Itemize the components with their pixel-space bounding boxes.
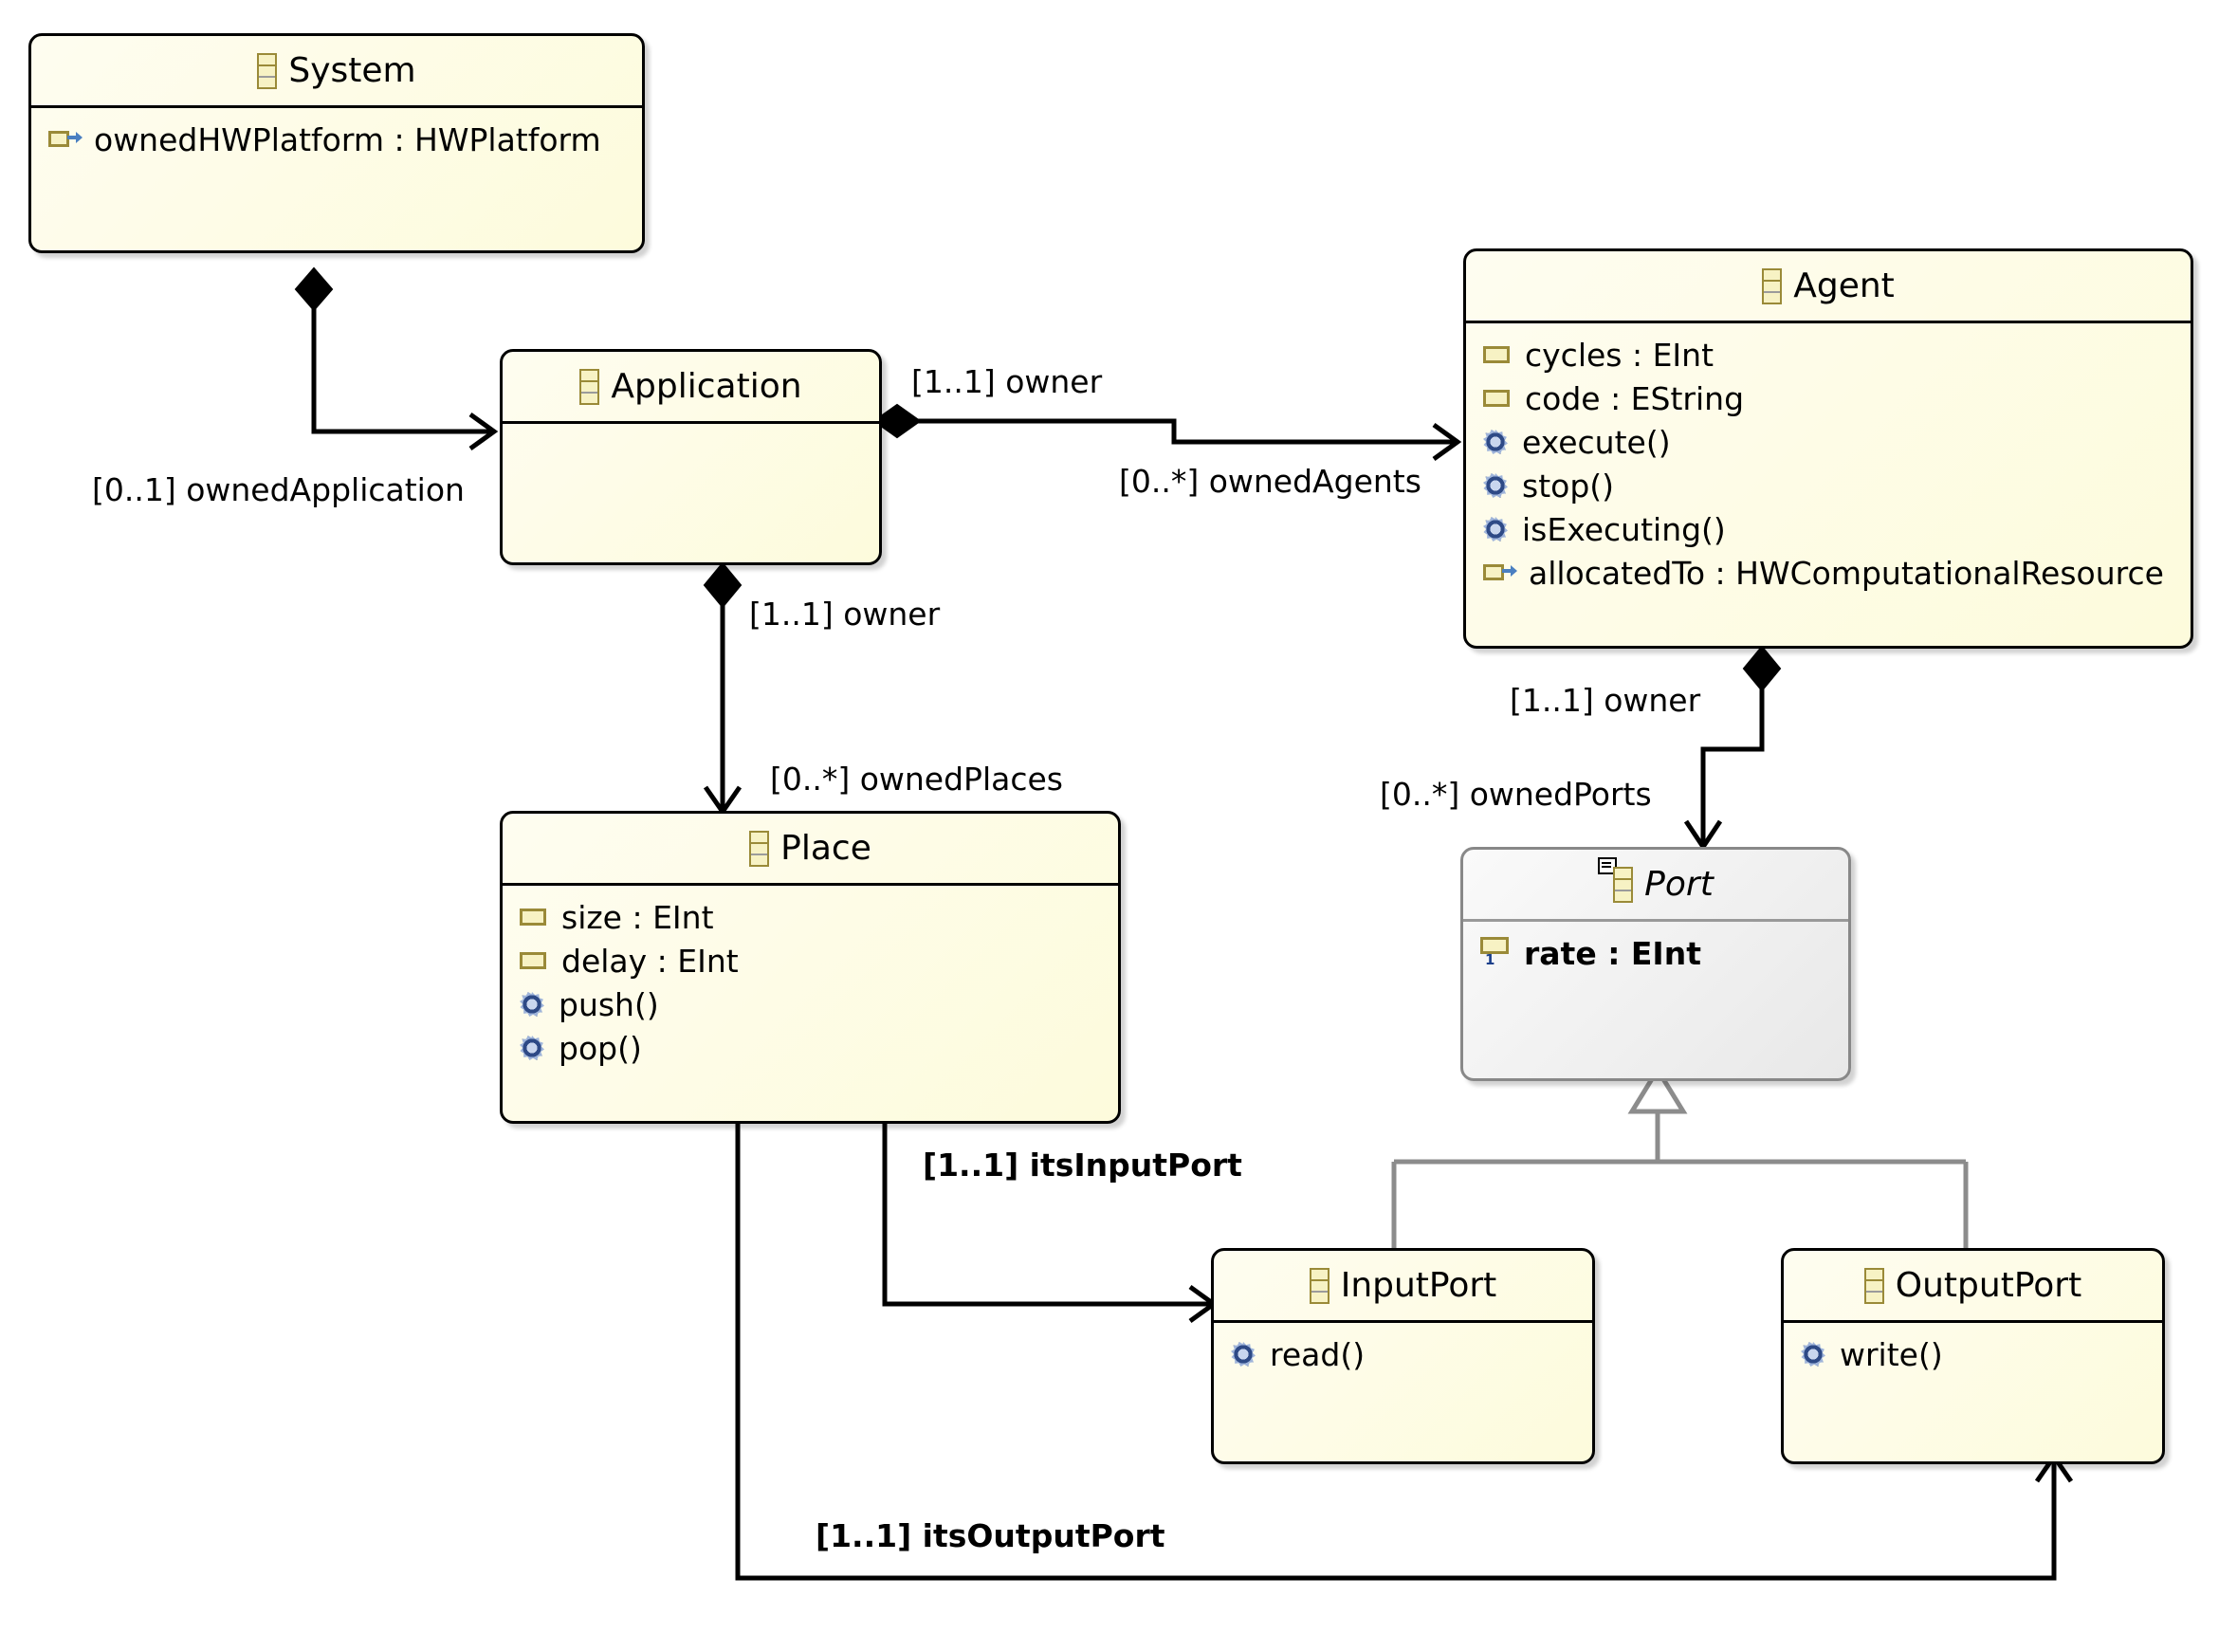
class-body-application xyxy=(503,424,879,433)
edge-owned-agents xyxy=(872,403,1462,462)
feature-label: code : EString xyxy=(1525,379,1745,417)
class-body-agent: cycles : EInt code : EString execute() s… xyxy=(1466,323,2191,595)
edge-label-place-owner: [1..1] owner xyxy=(749,596,941,633)
class-header-port: Port xyxy=(1463,850,1848,922)
class-icon xyxy=(257,52,278,89)
operation-icon xyxy=(1483,473,1508,498)
edge-generalization-tree xyxy=(1391,1065,1969,1269)
class-header-outputport: OutputPort xyxy=(1784,1251,2162,1323)
edge-label-owned-ports: [0..*] ownedPorts xyxy=(1380,776,1652,813)
edge-owned-places xyxy=(703,561,743,817)
operation-icon xyxy=(520,1036,544,1060)
feature-allocated-to[interactable]: allocatedTo : HWComputationalResource xyxy=(1466,551,2191,595)
feature-code[interactable]: code : EString xyxy=(1466,376,2191,420)
reference-icon xyxy=(48,130,83,149)
feature-cycles[interactable]: cycles : EInt xyxy=(1466,333,2191,376)
feature-pop[interactable]: pop() xyxy=(503,1026,1118,1070)
abstract-marker-icon xyxy=(1598,857,1618,874)
class-header-system: System xyxy=(31,36,642,108)
attribute-icon-multiplicity-1: 1 xyxy=(1480,937,1509,969)
class-name-outputport: OutputPort xyxy=(1895,1265,2082,1305)
class-header-inputport: InputPort xyxy=(1214,1251,1592,1323)
feature-label: isExecuting() xyxy=(1522,510,1726,548)
feature-label: execute() xyxy=(1522,423,1671,461)
feature-label: stop() xyxy=(1522,467,1615,505)
attribute-icon xyxy=(1483,390,1510,407)
class-name-agent: Agent xyxy=(1793,266,1895,305)
class-name-system: System xyxy=(288,50,416,90)
class-body-place: size : EInt delay : EInt push() pop() xyxy=(503,886,1118,1070)
uml-class-agent[interactable]: Agent cycles : EInt code : EString execu… xyxy=(1463,248,2193,649)
edge-label-owned-application: [0..1] ownedApplication xyxy=(92,471,465,508)
class-icon xyxy=(1762,267,1783,304)
feature-isexecuting[interactable]: isExecuting() xyxy=(1466,507,2191,551)
class-body-inputport: read() xyxy=(1214,1323,1592,1376)
attribute-icon xyxy=(1483,346,1510,363)
feature-label: push() xyxy=(559,985,659,1023)
class-header-place: Place xyxy=(503,814,1118,886)
feature-label: write() xyxy=(1840,1335,1943,1373)
class-icon xyxy=(749,830,770,867)
attribute-icon xyxy=(520,909,546,926)
feature-delay[interactable]: delay : EInt xyxy=(503,939,1118,982)
class-icon xyxy=(1309,1267,1329,1304)
feature-read[interactable]: read() xyxy=(1214,1332,1592,1376)
feature-label: cycles : EInt xyxy=(1525,336,1714,374)
uml-class-place[interactable]: Place size : EInt delay : EInt push() po… xyxy=(500,811,1121,1124)
feature-size[interactable]: size : EInt xyxy=(503,895,1118,939)
class-body-outputport: write() xyxy=(1784,1323,2162,1376)
class-name-place: Place xyxy=(780,828,871,868)
operation-icon xyxy=(1801,1342,1825,1367)
feature-label: ownedHWPlatform : HWPlatform xyxy=(94,120,601,158)
operation-icon xyxy=(1483,517,1508,541)
operation-icon xyxy=(1231,1342,1256,1367)
edge-owned-ports xyxy=(1683,645,1782,852)
feature-label: pop() xyxy=(559,1029,642,1067)
feature-execute[interactable]: execute() xyxy=(1466,420,2191,464)
class-body-port: 1 rate : EInt xyxy=(1463,922,1848,975)
uml-class-inputport[interactable]: InputPort read() xyxy=(1211,1248,1595,1464)
feature-label: delay : EInt xyxy=(561,942,739,980)
uml-class-port[interactable]: Port 1 rate : EInt xyxy=(1460,847,1851,1081)
edge-label-port-owner: [1..1] owner xyxy=(1510,682,1701,719)
feature-write[interactable]: write() xyxy=(1784,1332,2162,1376)
class-body-system: ownedHWPlatform : HWPlatform xyxy=(31,108,642,161)
class-name-inputport: InputPort xyxy=(1340,1265,1497,1305)
edge-label-its-output-port: [1..1] itsOutputPort xyxy=(816,1517,1165,1554)
attribute-icon xyxy=(520,952,546,969)
feature-label: read() xyxy=(1270,1335,1366,1373)
edge-label-owned-places: [0..*] ownedPlaces xyxy=(770,761,1063,798)
uml-class-application[interactable]: Application xyxy=(500,349,882,565)
feature-owned-hwplatform[interactable]: ownedHWPlatform : HWPlatform xyxy=(31,118,642,161)
class-icon xyxy=(1863,1267,1884,1304)
class-icon xyxy=(579,368,600,405)
feature-label: size : EInt xyxy=(561,898,714,936)
feature-label: rate : EInt xyxy=(1524,934,1701,972)
class-name-application: Application xyxy=(611,366,802,406)
class-header-application: Application xyxy=(503,352,879,424)
edge-label-its-input-port: [1..1] itsInputPort xyxy=(923,1147,1242,1184)
uml-class-outputport[interactable]: OutputPort write() xyxy=(1781,1248,2165,1464)
reference-icon xyxy=(1483,563,1517,582)
attribute-multiplicity: 1 xyxy=(1485,951,1495,968)
class-header-agent: Agent xyxy=(1466,251,2191,323)
edge-label-application-owner: [1..1] owner xyxy=(911,363,1103,400)
uml-class-system[interactable]: System ownedHWPlatform : HWPlatform xyxy=(28,33,645,253)
edge-label-owned-agents: [0..*] ownedAgents xyxy=(1119,463,1421,500)
feature-rate[interactable]: 1 rate : EInt xyxy=(1463,931,1848,975)
operation-icon xyxy=(520,992,544,1017)
class-name-port: Port xyxy=(1644,864,1714,904)
feature-label: allocatedTo : HWComputationalResource xyxy=(1529,554,2164,592)
operation-icon xyxy=(1483,430,1508,454)
feature-stop[interactable]: stop() xyxy=(1466,464,2191,507)
edge-owned-application xyxy=(294,266,499,451)
class-icon xyxy=(1613,866,1634,903)
feature-push[interactable]: push() xyxy=(503,982,1118,1026)
